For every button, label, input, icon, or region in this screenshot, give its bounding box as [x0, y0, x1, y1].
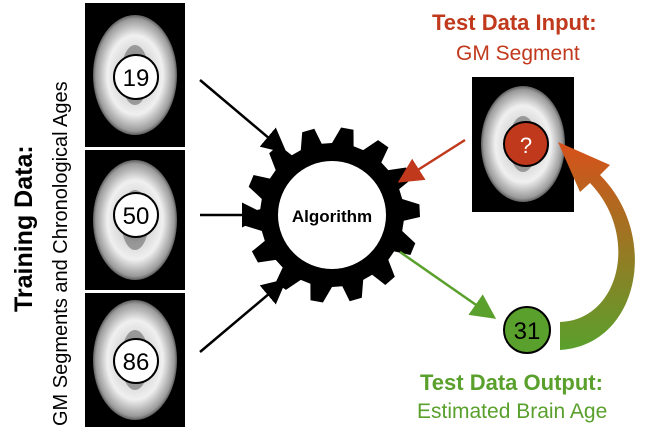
estimated-age-value: 31: [514, 318, 541, 345]
output-arrow: [399, 250, 497, 319]
test-output-title: Test Data Output:: [420, 370, 603, 395]
age-badge-1: 19: [113, 54, 159, 100]
training-arrow-3: [199, 278, 287, 353]
age-value-3: 86: [123, 349, 150, 376]
age-value-1: 19: [123, 65, 150, 92]
algorithm-gear: [244, 127, 420, 303]
algorithm-label: Algorithm: [292, 207, 372, 226]
gear-hole: [278, 161, 386, 269]
age-badge-2: 50: [113, 192, 159, 238]
estimated-age-badge: 31: [503, 306, 551, 354]
feedback-curve-arrow: [558, 142, 635, 350]
unknown-age-marker: ?: [520, 133, 532, 158]
test-input-title: Test Data Input:: [432, 10, 597, 35]
age-badge-3: 86: [113, 338, 159, 384]
test-output-subtitle: Estimated Brain Age: [417, 400, 608, 423]
input-arrow: [397, 138, 466, 183]
training-arrow-1: [199, 79, 287, 154]
age-value-2: 50: [123, 203, 150, 230]
test-input-subtitle: GM Segment: [456, 42, 580, 65]
unknown-age-badge: ?: [503, 121, 549, 167]
